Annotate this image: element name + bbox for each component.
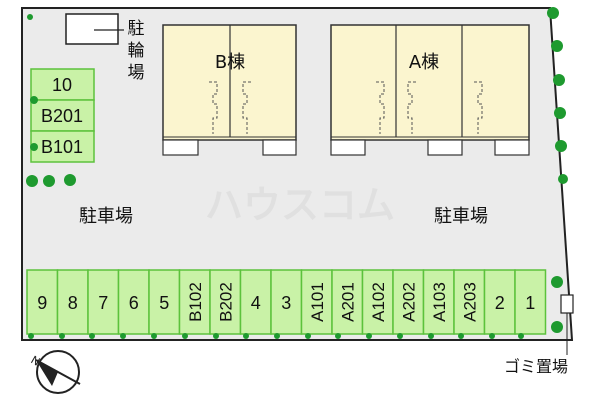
building-a-stair-2 [474,81,483,134]
parking-space [87,269,120,335]
tree-marker [59,333,65,339]
side-parking-space [30,68,95,101]
parking-space-label: 3 [281,293,291,313]
tree-marker [558,174,568,184]
tree-marker [335,333,341,339]
tree-marker [305,333,311,339]
building-b-balcony-left [162,139,199,156]
tree-marker [182,333,188,339]
parking-space-label: A101 [308,282,327,322]
tree-marker [397,333,403,339]
parking-space [270,269,303,335]
tree-marker [428,333,434,339]
parking-label-right: 駐車場 [434,206,488,227]
parking-space [148,269,181,335]
parking-space-label: B202 [216,282,235,322]
building-a-stair-1 [376,81,416,134]
tree-marker [551,40,563,52]
tree-marker [120,333,126,339]
bicycle-parking-char-1: 駐 [128,19,145,39]
tree-marker [43,175,55,187]
tree-markers [26,7,568,339]
tree-marker [243,333,249,339]
parking-space [392,269,425,335]
parking-space [56,269,89,335]
parking-space-label: 5 [159,293,169,313]
tree-marker [554,107,566,119]
bicycle-parking-box [65,13,119,45]
parking-space-label: A202 [399,282,418,322]
parking-space [514,269,547,335]
parking-space [117,269,150,335]
parking-label-left: 駐車場 [79,206,133,227]
parking-space [239,269,272,335]
parking-space [209,269,242,335]
watermark: ハウスコム [205,183,395,227]
parking-space [361,269,394,335]
building-b: B棟 [162,24,297,156]
tree-marker [555,140,567,152]
tree-marker [458,333,464,339]
garbage-area-label: ゴミ置場 [504,357,568,376]
tree-marker [64,174,76,186]
bicycle-parking-char-2: 輪 [128,41,145,61]
tree-marker [26,175,38,187]
parking-space-label: 2 [495,293,505,313]
tree-marker [489,333,495,339]
tree-marker [30,143,38,151]
building-b-label: B棟 [215,52,245,73]
parking-space-label: 7 [98,293,108,313]
bicycle-parking-label: 駐 輪 場 [128,19,145,83]
parking-space-label: A203 [460,282,479,322]
bicycle-parking-char-3: 場 [128,63,145,83]
parking-space-label: A102 [369,282,388,322]
parking-space-label: 8 [68,293,78,313]
parking-space-label: 6 [129,293,139,313]
building-a-balcony-left [330,139,366,156]
parking-space-label: 1 [525,293,535,313]
tree-marker [547,7,559,19]
side-parking-space-label: B101 [41,137,83,157]
building-a-balcony-right [494,139,530,156]
tree-marker [28,333,34,339]
building-a: A棟 [330,24,530,156]
parking-space-label: 9 [37,293,47,313]
tree-marker [151,333,157,339]
building-a-label: A棟 [409,52,439,73]
tree-marker [551,276,563,288]
tree-marker [551,321,563,333]
parking-space [26,269,59,335]
building-b-stair [209,81,251,134]
parking-space [178,269,211,335]
tree-marker [89,333,95,339]
tree-marker [553,74,565,86]
tree-marker [30,96,38,104]
side-parking-space-label: 10 [52,75,72,95]
compass-north-icon: N [29,350,81,394]
tree-marker [213,333,219,339]
parking-space-label: B102 [186,282,205,322]
tree-marker [274,333,280,339]
tree-marker [27,14,33,20]
tree-marker [366,333,372,339]
garbage-area-box [560,294,574,314]
parking-space-label: 4 [251,293,261,313]
side-parking-space-label: B201 [41,106,83,126]
building-a-balcony-mid [427,139,463,156]
parking-space-label: A201 [338,282,357,322]
building-b-balcony-right [262,139,297,156]
parking-space-label: A103 [430,282,449,322]
tree-marker [518,333,524,339]
